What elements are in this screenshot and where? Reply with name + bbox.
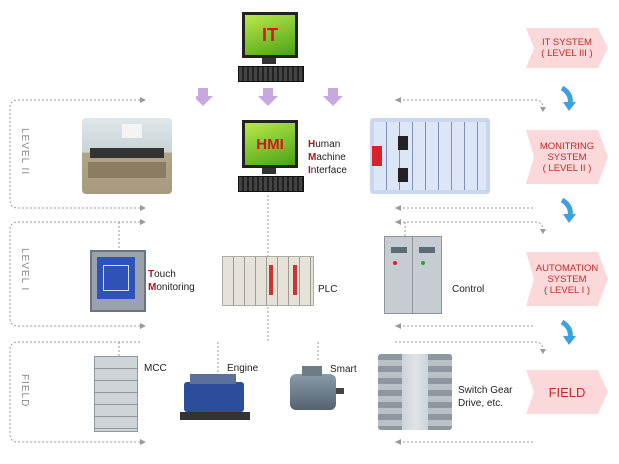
it-screen-label: IT (262, 24, 278, 45)
control-room-photo (82, 118, 172, 194)
purple-arrow-right (323, 88, 343, 106)
field-level-label: FIELD (19, 374, 30, 408)
mcc-panel (94, 356, 138, 432)
smart-label: Smart (330, 364, 357, 375)
level-ii-label: LEVEL II (19, 128, 30, 176)
it-computer: IT (238, 12, 304, 82)
level-i-label: LEVEL I (19, 248, 30, 292)
monitoring-system-tag: MONITRING SYSTEM ( LEVEL II ) (526, 130, 608, 184)
blue-arrow-3 (560, 320, 576, 345)
field-tag: FIELD (526, 370, 608, 414)
hmi-screen-label: HMI (256, 135, 284, 153)
automation-system-tag: AUTOMATION SYSTEM ( LEVEL I ) (526, 252, 608, 306)
control-cabinet (384, 236, 442, 314)
touch-monitoring-panel (90, 250, 146, 312)
engine-unit (180, 372, 250, 422)
touch-monitoring-label: Touch Monitoring (148, 269, 195, 293)
blue-arrow-1 (560, 86, 576, 111)
hmi-monitor-screen: HMI (242, 120, 298, 168)
downlink-arrows (196, 88, 343, 106)
plc-label: PLC (318, 284, 338, 295)
switch-gear-photo (378, 354, 452, 430)
hmi-computer: HMI (238, 120, 304, 192)
it-system-tag: IT SYSTEM ( LEVEL III ) (526, 28, 608, 68)
purple-arrow-center (258, 88, 278, 106)
it-monitor-screen: IT (242, 12, 298, 58)
control-label: Control (452, 284, 485, 295)
engine-label: Engine (227, 363, 259, 374)
plc-rack (222, 256, 314, 306)
hmi-description: Human Machine Interface (308, 139, 347, 176)
blue-arrow-2 (560, 198, 576, 223)
smart-motor (288, 364, 344, 416)
mcc-label: MCC (144, 363, 167, 374)
hmi-keyboard (238, 176, 304, 192)
scada-screen-photo (370, 118, 490, 194)
it-keyboard (238, 66, 304, 82)
purple-arrow-left (196, 88, 213, 106)
switch-gear-label: Switch Gear Drive, etc. (458, 385, 513, 409)
